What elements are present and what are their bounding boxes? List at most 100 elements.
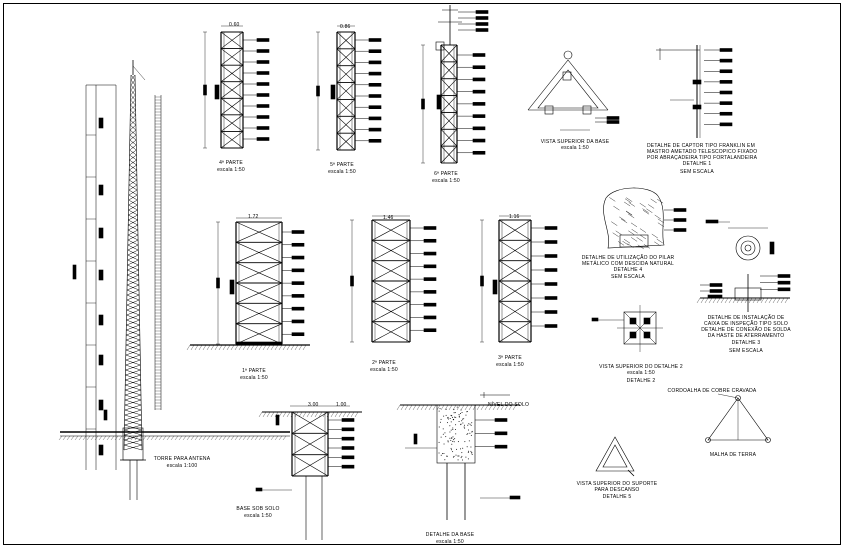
- segment-part1-hatch: [295, 345, 298, 350]
- segment-part5: [337, 32, 355, 150]
- ground-hatch: [251, 436, 254, 440]
- ground-hatch: [255, 436, 258, 440]
- segment-part6-tag: [473, 90, 485, 93]
- label-dim-146: 1.46: [383, 215, 394, 221]
- segment-part1-tag: [292, 269, 304, 272]
- inspection-tag-2: [708, 295, 722, 298]
- pillar-hatch: [611, 222, 617, 226]
- ground-hatch: [167, 436, 170, 440]
- base-detail-aggregate: [447, 422, 448, 423]
- segment-part4: [221, 32, 243, 148]
- base-detail-aggregate: [452, 417, 453, 418]
- base-detail-tag: [495, 419, 507, 422]
- segment-part4-tag: [257, 127, 269, 130]
- segment-part1-hatch: [275, 345, 278, 350]
- base-detail-aggregate: [465, 415, 466, 416]
- label-dim-116: 1.16: [509, 214, 520, 220]
- soil-base-hatch: [315, 412, 318, 417]
- segment-part4-mark: [215, 85, 219, 99]
- segment-part3-tag: [545, 227, 557, 230]
- base-detail-aggregate: [447, 440, 448, 441]
- base-detail-hatch: [441, 405, 444, 410]
- base-detail-aggregate: [452, 436, 453, 437]
- base-detail-aggregate: [452, 451, 453, 452]
- label-part5: 5ª PARTE: [330, 162, 354, 168]
- segment-part6-top-tag: [476, 23, 488, 26]
- base-detail-aggregate: [470, 446, 471, 447]
- segment-part1-hatch: [299, 345, 302, 350]
- label-part5-scale: escala 1:50: [328, 169, 356, 175]
- base-detail-aggregate: [458, 441, 459, 442]
- segment-part6-tag: [473, 78, 485, 81]
- base-detail-aggregate: [451, 448, 452, 449]
- base-detail-aggregate: [442, 453, 443, 454]
- ground-hatch: [267, 436, 270, 440]
- base-detail-aggregate: [457, 456, 458, 457]
- rod-tag: [720, 49, 732, 52]
- ground-hatch: [171, 436, 174, 440]
- segment-part4-tag: [257, 138, 269, 141]
- ground-hatch: [115, 436, 118, 440]
- base-detail-aggregate: [466, 434, 467, 435]
- label-part6: 6ª PARTE: [434, 171, 458, 177]
- inspection-left-tag: [710, 290, 722, 293]
- label-detail4-scale: SEM ESCALA: [611, 274, 645, 280]
- segment-part2-tag: [424, 227, 436, 230]
- base-detail-aggregate: [467, 433, 468, 434]
- base-detail-aggregate: [456, 449, 457, 450]
- base-detail-aggregate: [455, 429, 456, 430]
- base-detail-aggregate: [462, 448, 463, 449]
- base-detail-aggregate: [439, 427, 440, 428]
- segment-part6-top-tag: [476, 11, 488, 14]
- base-detail-aggregate: [467, 446, 468, 447]
- segment-part6-clamp: [436, 42, 444, 50]
- label-part4: 4ª PARTE: [219, 160, 243, 166]
- label-mesh-cable: CORDOALHA DE COBRE CRAVADA: [668, 388, 757, 394]
- base-detail-aggregate: [445, 436, 446, 437]
- base-detail-aggregate: [448, 418, 449, 419]
- label-dim-86: 0.86: [340, 24, 351, 30]
- soil-base-hatch: [351, 412, 354, 417]
- tower-dim-text: [104, 410, 107, 420]
- base-detail-aggregate: [468, 451, 469, 452]
- base-detail-aggregate: [455, 417, 456, 418]
- segment-part5-tag: [369, 83, 381, 86]
- rod-tag: [720, 123, 732, 126]
- segment-part3-tag: [545, 283, 557, 286]
- base-detail-tag: [495, 445, 507, 448]
- pillar-hatch: [618, 241, 624, 245]
- pillar-base: [620, 235, 648, 247]
- base-detail-aggregate: [451, 421, 452, 422]
- base-detail-aggregate: [457, 407, 458, 408]
- pillar-hatch: [609, 197, 615, 201]
- base-detail-hatch: [453, 405, 456, 410]
- segment-part6-tag: [473, 66, 485, 69]
- base-detail-hatch: [461, 405, 464, 410]
- inspection-mark: [770, 242, 774, 254]
- ground-hatch: [207, 436, 210, 440]
- pillar-hatch: [640, 229, 646, 233]
- segment-part1-hatch: [251, 345, 254, 350]
- segment-part2-tag: [424, 239, 436, 242]
- ground-hatch: [239, 436, 242, 440]
- segment-part3-tag: [545, 241, 557, 244]
- base-detail-aggregate: [455, 424, 456, 425]
- base-detail-hatch: [433, 405, 436, 410]
- soil-base-hatch: [347, 412, 350, 417]
- inspection-hatch: [773, 298, 776, 303]
- segment-part1-hatch: [287, 345, 290, 350]
- segment-part1-hatch: [195, 345, 198, 350]
- base-detail-aggregate: [462, 412, 463, 413]
- label-base-detail-scale: escala 1:50: [436, 539, 464, 545]
- base-detail-aggregate: [468, 458, 469, 459]
- ground-hatch: [163, 436, 166, 440]
- base-detail-aggregate: [451, 430, 452, 431]
- tower-tag: [99, 315, 103, 325]
- segment-part3-tag: [545, 269, 557, 272]
- ground-hatch: [159, 436, 162, 440]
- ground-hatch: [279, 436, 282, 440]
- detail2-corner: [644, 332, 650, 338]
- ground-hatch: [235, 436, 238, 440]
- support-inner: [603, 445, 627, 467]
